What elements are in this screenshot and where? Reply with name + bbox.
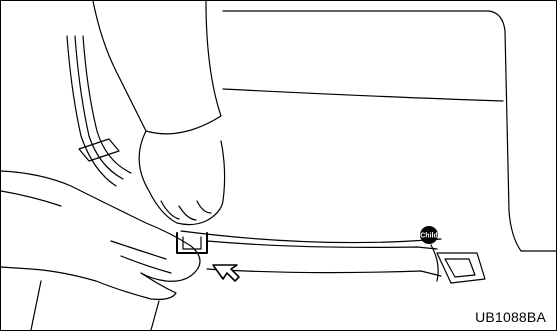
lower-hand-fingers — [111, 241, 171, 273]
lower-hand-top — [1, 171, 200, 281]
seatbelt-buckle — [437, 253, 485, 283]
shoulder-belt-right-edge — [83, 36, 131, 173]
figure-code: UB1088BA — [475, 310, 546, 324]
lap-belt-bottom-edge — [207, 269, 441, 276]
seat-back-seam — [223, 89, 503, 101]
lower-body-lines — [31, 281, 159, 330]
seat-cushion-line — [181, 231, 441, 243]
seat-back-outline — [223, 11, 556, 251]
child-badge-label: Child — [420, 233, 438, 240]
lower-sleeve-line — [1, 191, 61, 206]
seatbelt-buckle-slot — [445, 259, 475, 277]
lower-hand-bottom — [1, 267, 176, 299]
upper-arm-sleeve — [93, 1, 221, 134]
belt-clip — [79, 139, 119, 161]
shoulder-belt-left-edge — [67, 36, 116, 186]
push-arrow — [213, 265, 239, 281]
tongue-plate — [177, 233, 207, 253]
